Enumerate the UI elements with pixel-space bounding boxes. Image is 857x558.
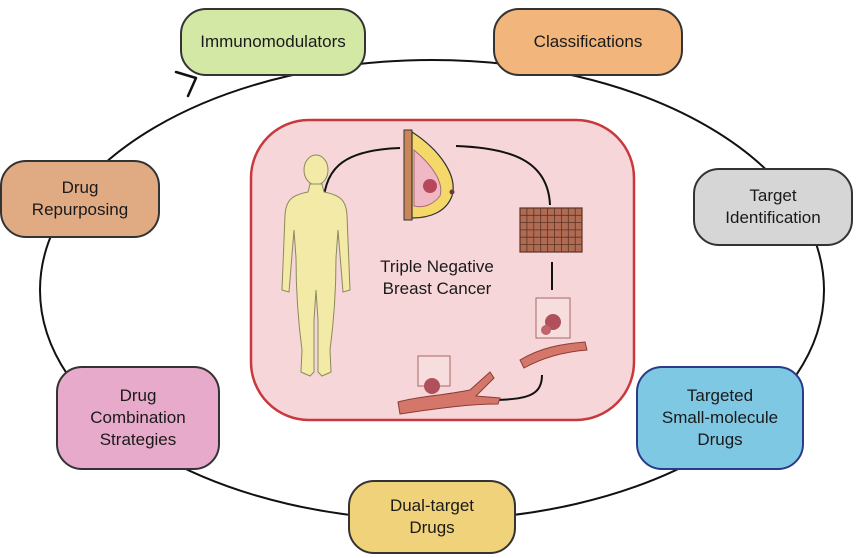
- node-label: Target Identification: [725, 186, 821, 227]
- node-label: Immunomodulators: [200, 32, 346, 51]
- node-label: Dual-target Drugs: [389, 496, 475, 537]
- node-label: Classifications: [533, 32, 643, 51]
- blood-vessel-icon: [519, 341, 588, 369]
- node-immunomodulators: Immunomodulators: [180, 8, 366, 76]
- node-dual-target-drugs: Dual-target Drugs: [348, 480, 516, 554]
- node-label: Drug Combination Strategies: [90, 386, 186, 449]
- breast-anatomy-icon: [403, 129, 455, 221]
- metastasis-icon: [397, 355, 501, 415]
- cycle-arrow-icon: [174, 70, 198, 98]
- node-target-identification: Target Identification: [693, 168, 853, 246]
- node-classifications: Classifications: [493, 8, 683, 76]
- node-label: Targeted Small-molecule Drugs: [661, 386, 779, 449]
- connector-breast-tissue: [455, 145, 551, 206]
- node-drug-repurposing: Drug Repurposing: [0, 160, 160, 238]
- node-drug-combination-strategies: Drug Combination Strategies: [56, 366, 220, 470]
- node-targeted-small-molecule-drugs: Targeted Small-molecule Drugs: [636, 366, 804, 470]
- node-label: Drug Repurposing: [31, 178, 129, 219]
- human-body-icon: [281, 154, 351, 377]
- tumor-cells-icon: [535, 297, 571, 339]
- center-panel: [249, 118, 636, 422]
- tissue-block-icon: [519, 207, 583, 253]
- center-title: Triple Negative Breast Cancer: [380, 257, 494, 298]
